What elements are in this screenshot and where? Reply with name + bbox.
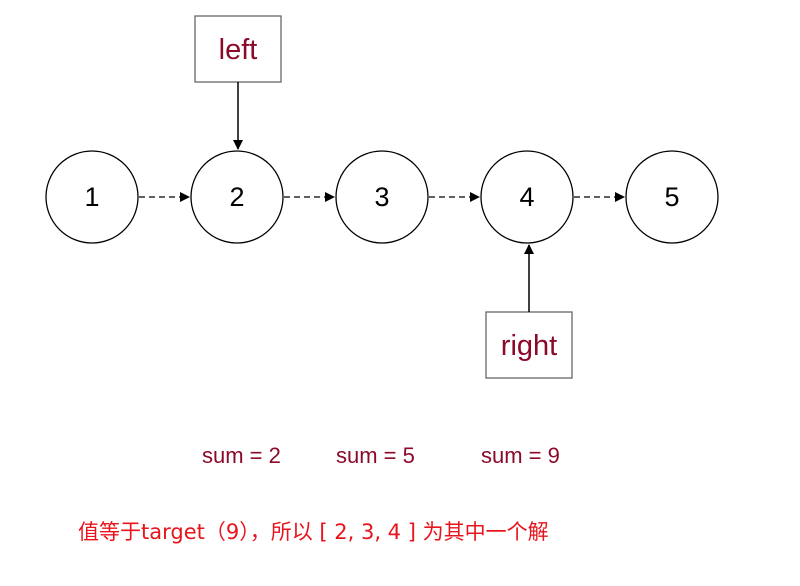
sum-label-3: sum = 9 xyxy=(481,443,560,468)
node-value: 4 xyxy=(519,182,534,212)
node-value: 1 xyxy=(84,182,99,212)
right-pointer-label: right xyxy=(501,330,557,362)
list-node-4: 4 xyxy=(480,150,574,244)
node-value: 2 xyxy=(229,182,244,212)
sum-label-1: sum = 2 xyxy=(202,443,281,468)
left-pointer: left xyxy=(194,15,282,150)
left-pointer-label: left xyxy=(219,34,258,66)
node-value: 5 xyxy=(664,182,679,212)
conclusion-text: 值等于target（9），所以 [ 2, 3, 4 ] 为其中一个解 xyxy=(78,520,549,544)
list-node-3: 3 xyxy=(335,150,429,244)
sum-label-2: sum = 5 xyxy=(336,443,415,468)
list-node-5: 5 xyxy=(625,150,719,244)
node-value: 3 xyxy=(374,182,389,212)
right-pointer: right xyxy=(485,244,573,379)
list-node-2: 2 xyxy=(190,150,284,244)
list-node-1: 1 xyxy=(45,150,139,244)
